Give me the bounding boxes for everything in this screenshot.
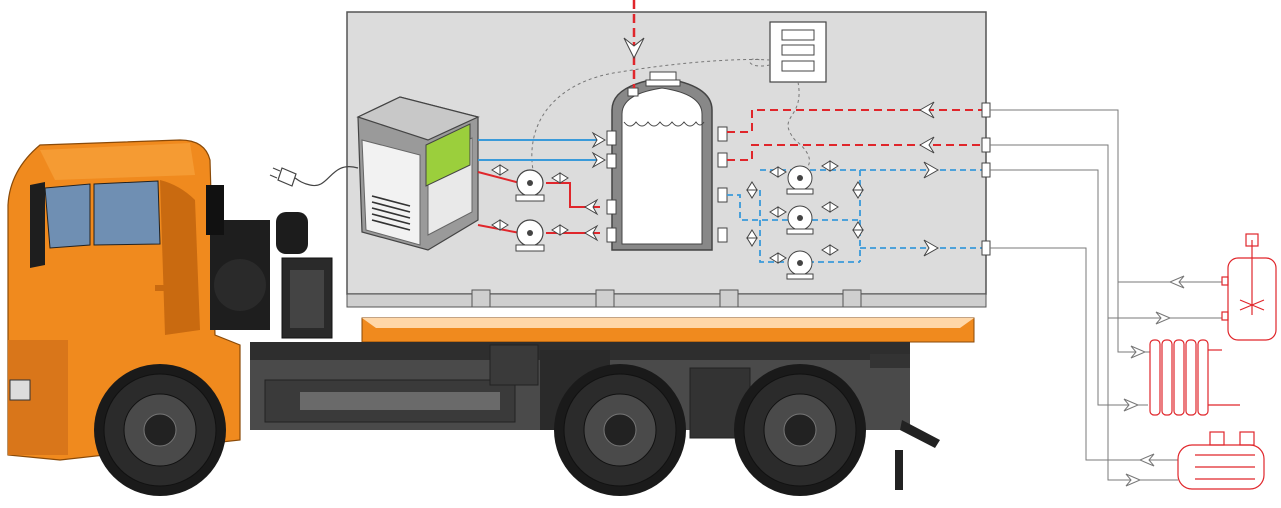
signal-wires [531, 58, 810, 181]
consumer-connection-lines [990, 109, 1222, 481]
cab-windows [44, 180, 161, 249]
truck-wheel [554, 364, 686, 496]
hot-supply-top [623, 0, 645, 88]
external-reactor-icon [1221, 233, 1277, 341]
hot-lines-right [727, 109, 982, 161]
circulation-pumps-left [491, 164, 569, 252]
power-plug-icon [269, 166, 359, 187]
tank-inlet-arrows [584, 131, 606, 242]
boiler-unit [356, 96, 480, 251]
storage-tank [606, 71, 728, 251]
truck-wheel [94, 364, 226, 496]
external-heat-exchanger-icon [1177, 431, 1265, 490]
flow-ports [981, 102, 991, 256]
truck-wheel [734, 364, 866, 496]
external-radiator-icon [1149, 339, 1240, 416]
boiler-green-panel [425, 123, 471, 187]
cold-lines-boiler [478, 139, 600, 161]
flow-arrows-right [918, 101, 940, 257]
truck-wheels [94, 364, 866, 496]
control-panel [769, 21, 827, 83]
truck-deck [250, 317, 975, 362]
consumer-arrows [1123, 275, 1185, 487]
circulation-pumps-right [746, 160, 864, 280]
truck-auxiliary-equipment [206, 185, 333, 339]
